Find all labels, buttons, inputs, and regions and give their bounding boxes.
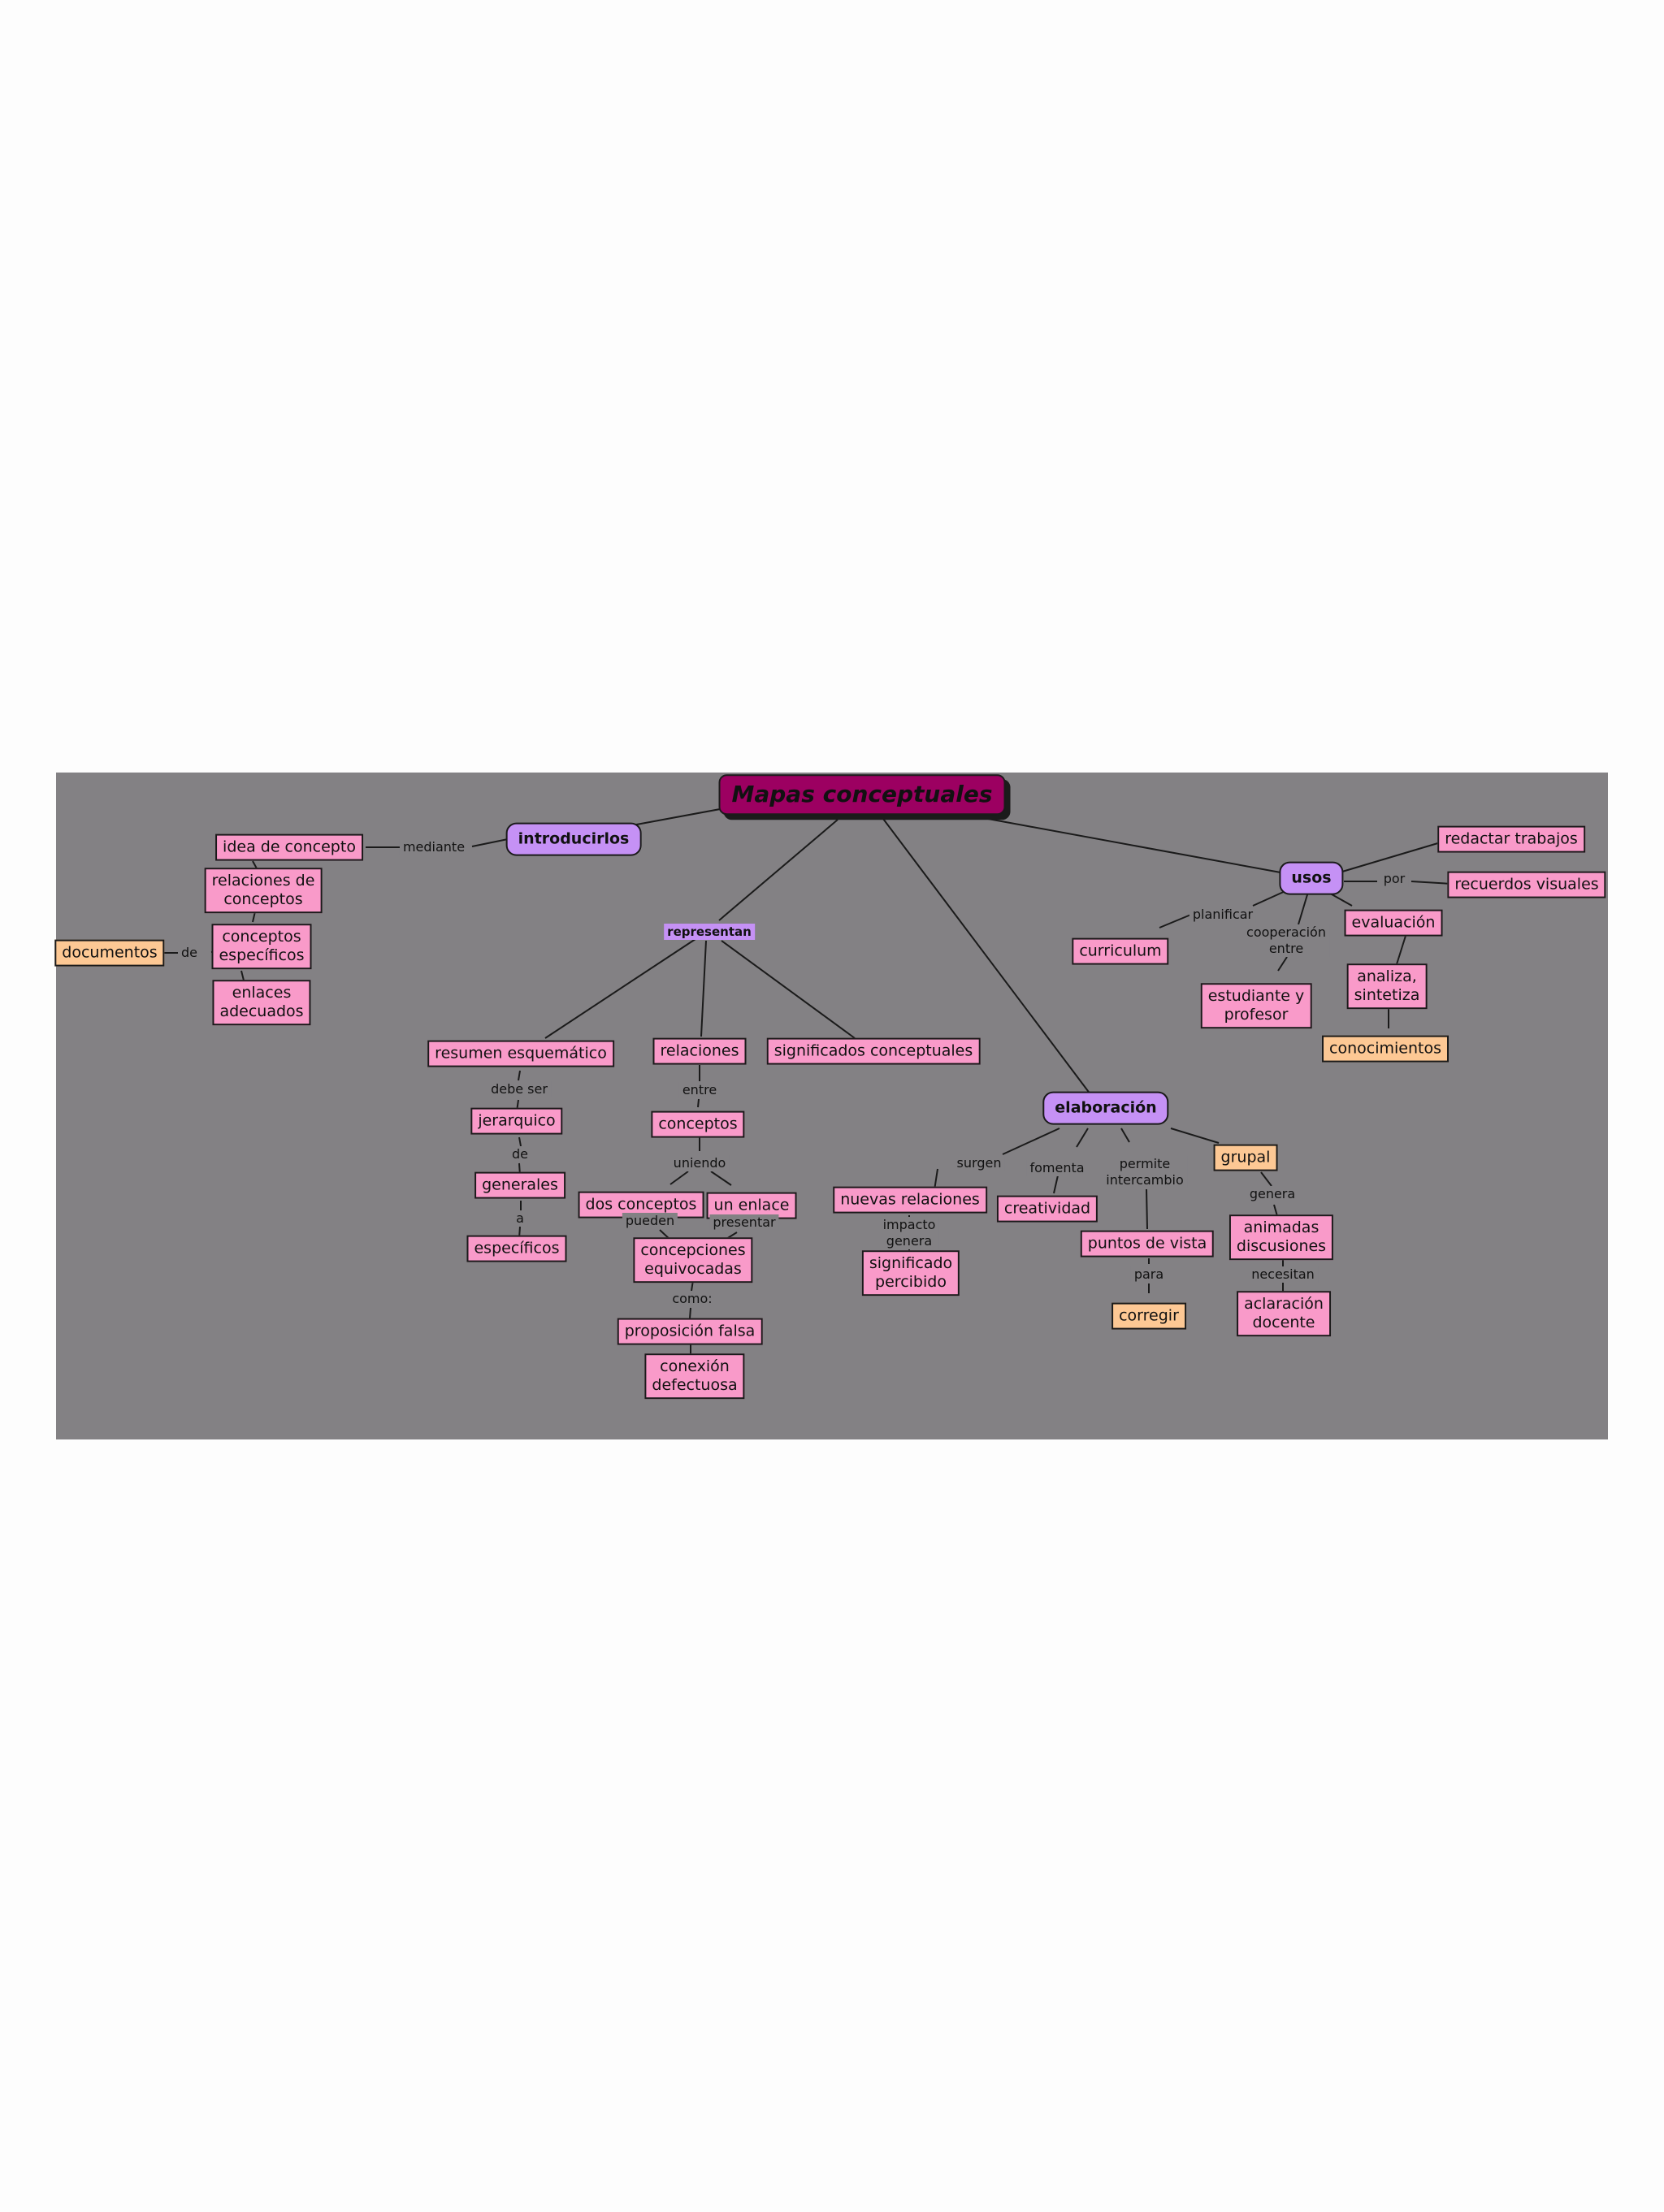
- node-conexion-defectuosa[interactable]: conexión defectuosa: [644, 1353, 745, 1399]
- link-label-entre: entre: [678, 1082, 721, 1098]
- connector-line: [1120, 1128, 1130, 1143]
- link-label-genera: genera: [1246, 1186, 1299, 1202]
- connector-line: [718, 819, 838, 921]
- node-generales[interactable]: generales: [474, 1171, 566, 1199]
- node-puntos-de-vista[interactable]: puntos de vista: [1080, 1230, 1215, 1258]
- connector-line: [1298, 891, 1309, 925]
- node-relaciones[interactable]: relaciones: [652, 1037, 747, 1065]
- node-recuerdos-visuales[interactable]: recuerdos visuales: [1447, 871, 1606, 898]
- node-evaluacion[interactable]: evaluación: [1344, 909, 1443, 937]
- node-introducirlos[interactable]: introducirlos: [505, 822, 642, 856]
- connector-line: [689, 1307, 691, 1319]
- node-grupal[interactable]: grupal: [1213, 1144, 1278, 1171]
- connector-line: [1396, 935, 1406, 965]
- connector-line: [1277, 956, 1288, 972]
- link-label-surgen: surgen: [953, 1155, 1005, 1171]
- link-label-planificar: planificar: [1189, 907, 1257, 923]
- node-corregir[interactable]: corregir: [1112, 1302, 1186, 1330]
- node-redactar-trabajos[interactable]: redactar trabajos: [1437, 825, 1585, 853]
- connector-line: [670, 1171, 689, 1185]
- link-label-de: de: [509, 1146, 531, 1162]
- link-label-fomenta: fomenta: [1026, 1160, 1088, 1176]
- link-label-para: para: [1130, 1266, 1168, 1283]
- link-label-por: por: [1380, 871, 1409, 887]
- node-documentos[interactable]: documentos: [54, 939, 165, 967]
- link-label-de: de: [178, 945, 201, 961]
- root-concept-mapas-conceptuales[interactable]: Mapas conceptuales: [718, 774, 1006, 815]
- connector-line: [1410, 881, 1453, 885]
- link-label-impacto-genera: impacto genera: [879, 1217, 939, 1249]
- node-animadas-discusiones[interactable]: animadas discusiones: [1228, 1214, 1334, 1260]
- link-label-presentar: presentar: [709, 1214, 779, 1231]
- link-label-debe-ser: debe ser: [488, 1081, 551, 1097]
- connector-line: [518, 1070, 521, 1081]
- node-analiza-sintetiza[interactable]: analiza, sintetiza: [1346, 963, 1428, 1009]
- node-idea-de-concepto[interactable]: idea de concepto: [215, 833, 363, 861]
- node-creatividad[interactable]: creatividad: [996, 1195, 1098, 1223]
- link-label-pueden: pueden: [622, 1213, 678, 1229]
- connector-line: [240, 970, 245, 981]
- connector-line: [882, 818, 1091, 1095]
- node-conceptos[interactable]: conceptos: [651, 1110, 745, 1138]
- connector-line: [710, 1171, 732, 1186]
- node-concepciones-equivocadas[interactable]: concepciones equivocadas: [633, 1237, 753, 1283]
- concept-map-canvas: Mapas conceptuales introducirlos mediant…: [54, 773, 1608, 1439]
- link-label-mediante: mediante: [399, 839, 469, 855]
- connector-line: [700, 940, 707, 1037]
- connector-lines: [162, 805, 1453, 1355]
- connector-line: [1260, 1171, 1272, 1187]
- connector-line: [1273, 1204, 1278, 1217]
- connector-line: [1076, 1128, 1089, 1148]
- node-curriculum[interactable]: curriculum: [1072, 937, 1169, 965]
- node-resumen-esquematico[interactable]: resumen esquemático: [427, 1040, 614, 1067]
- connector-line: [1341, 842, 1441, 872]
- node-aclaracion-docente[interactable]: aclaración docente: [1237, 1291, 1331, 1336]
- connector-line: [1170, 1128, 1220, 1144]
- node-especificos[interactable]: específicos: [466, 1235, 567, 1262]
- connector-line: [1002, 1128, 1060, 1155]
- connector-line: [252, 911, 256, 923]
- link-label-necesitan: necesitan: [1248, 1266, 1318, 1283]
- link-label-permite-intercambio: permite intercambio: [1103, 1156, 1187, 1188]
- node-enlaces-adecuados[interactable]: enlaces adecuados: [212, 980, 311, 1025]
- node-conocimientos[interactable]: conocimientos: [1322, 1035, 1449, 1063]
- node-jerarquico[interactable]: jerarquico: [470, 1107, 563, 1135]
- node-significados-conceptuales[interactable]: significados conceptuales: [766, 1037, 981, 1065]
- node-un-enlace[interactable]: un enlace: [706, 1192, 797, 1219]
- node-usos[interactable]: usos: [1279, 861, 1344, 895]
- node-representan[interactable]: representan: [664, 924, 755, 940]
- connector-line: [544, 938, 696, 1039]
- connector-line: [721, 940, 856, 1039]
- node-relaciones-de-conceptos[interactable]: relaciones de conceptos: [204, 868, 323, 913]
- connector-line: [518, 1136, 522, 1147]
- connector-line: [1252, 890, 1288, 907]
- connector-line: [987, 818, 1281, 873]
- node-nuevas-relaciones[interactable]: nuevas relaciones: [833, 1186, 987, 1214]
- node-significado-percibido[interactable]: significado percibido: [861, 1250, 960, 1296]
- connector-line: [1146, 1188, 1148, 1230]
- link-label-uniendo: uniendo: [670, 1155, 730, 1171]
- link-label-a: a: [513, 1210, 527, 1227]
- connector-line: [471, 838, 509, 847]
- connector-line: [1053, 1175, 1059, 1194]
- node-conceptos-especificos[interactable]: conceptos específicos: [211, 924, 312, 969]
- node-estudiante-y-profesor[interactable]: estudiante y profesor: [1200, 983, 1312, 1028]
- connector-line: [1159, 913, 1194, 929]
- link-label-cooperacion-entre: cooperación entre: [1243, 924, 1329, 957]
- node-elaboracion[interactable]: elaboración: [1042, 1091, 1169, 1125]
- link-label-como: como:: [669, 1291, 716, 1307]
- node-proposicion-falsa[interactable]: proposición falsa: [617, 1318, 763, 1345]
- connector-line: [697, 1098, 700, 1108]
